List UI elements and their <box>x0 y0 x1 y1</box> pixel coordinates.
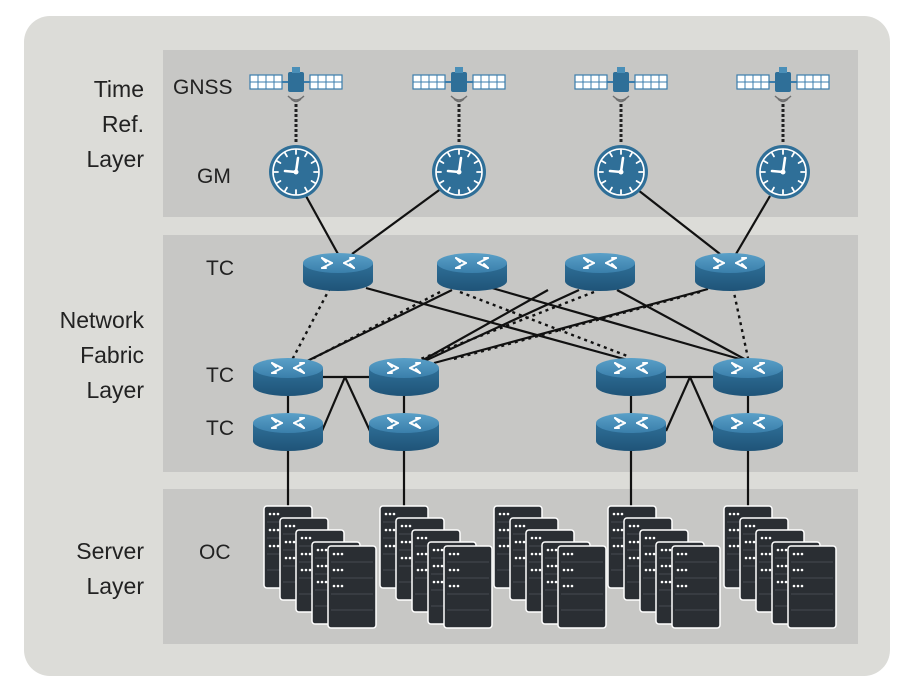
spine-leaf-standby-link <box>290 287 332 361</box>
spine-leaf-standby-link <box>449 290 701 362</box>
server-icon <box>327 545 377 629</box>
router-icon <box>595 412 667 452</box>
leaf-access-cross-link <box>664 375 714 432</box>
router-icon <box>252 357 324 397</box>
oc-row-label: OC <box>199 541 231 564</box>
gm-row-label: GM <box>197 165 231 188</box>
network-fabric-label-line: Layer <box>86 377 144 403</box>
tc-top-row-label: TC <box>206 257 234 280</box>
router-icon <box>368 357 440 397</box>
gm-tc-link <box>637 189 721 255</box>
router-icon <box>712 357 784 397</box>
server-stack <box>263 505 377 629</box>
spine-leaf-standby-link <box>731 287 750 359</box>
gm-tc-link <box>351 187 443 255</box>
satellite-icon <box>736 66 830 103</box>
server-label-line: Server <box>76 538 144 564</box>
clock-icon <box>754 143 812 201</box>
time-ref-layer-label: Time Ref. Layer <box>14 72 144 177</box>
router-icon <box>302 252 374 292</box>
gm-tc-link <box>735 195 771 255</box>
spine-leaf-link <box>417 289 580 365</box>
leaf-access-cross-link <box>320 375 370 432</box>
time-ref-label-line: Layer <box>86 146 144 172</box>
router-icon <box>694 252 766 292</box>
spine-leaf-link <box>415 289 549 365</box>
time-ref-label-line: Ref. <box>101 111 144 137</box>
leaf-access-cross-link <box>322 375 371 432</box>
spine-leaf-link <box>616 289 751 363</box>
clock-icon <box>430 143 488 201</box>
server-layer-label: Server Layer <box>14 534 144 604</box>
server-stack <box>379 505 493 629</box>
time-ref-label-line: Time <box>93 76 144 102</box>
server-stack <box>723 505 837 629</box>
server-icon <box>557 545 607 629</box>
gnss-row-label: GNSS <box>173 76 233 99</box>
server-icon <box>443 545 493 629</box>
router-icon <box>368 412 440 452</box>
clock-icon <box>267 143 325 201</box>
satellite-icon <box>412 66 506 103</box>
spine-leaf-link <box>491 286 751 364</box>
router-icon <box>564 252 636 292</box>
router-icon <box>595 357 667 397</box>
router-icon <box>436 252 508 292</box>
spine-leaf-standby-link <box>459 290 631 359</box>
network-fabric-label-line: Network <box>59 307 144 333</box>
server-stack <box>607 505 721 629</box>
satellite-icon <box>574 66 668 103</box>
server-icon <box>671 545 721 629</box>
server-icon <box>787 545 837 629</box>
gm-tc-link <box>305 195 339 255</box>
leaf-access-cross-link <box>666 375 716 432</box>
server-stack <box>493 505 607 629</box>
satellite-icon <box>249 66 343 103</box>
network-fabric-label-line: Fabric <box>80 342 144 368</box>
router-icon <box>712 412 784 452</box>
router-icon <box>252 412 324 452</box>
clock-icon <box>592 143 650 201</box>
tc-mid-row-label: TC <box>206 364 234 387</box>
server-label-line: Layer <box>86 573 144 599</box>
tc-bottom-row-label: TC <box>206 417 234 440</box>
network-fabric-layer-label: Network Fabric Layer <box>14 303 144 408</box>
